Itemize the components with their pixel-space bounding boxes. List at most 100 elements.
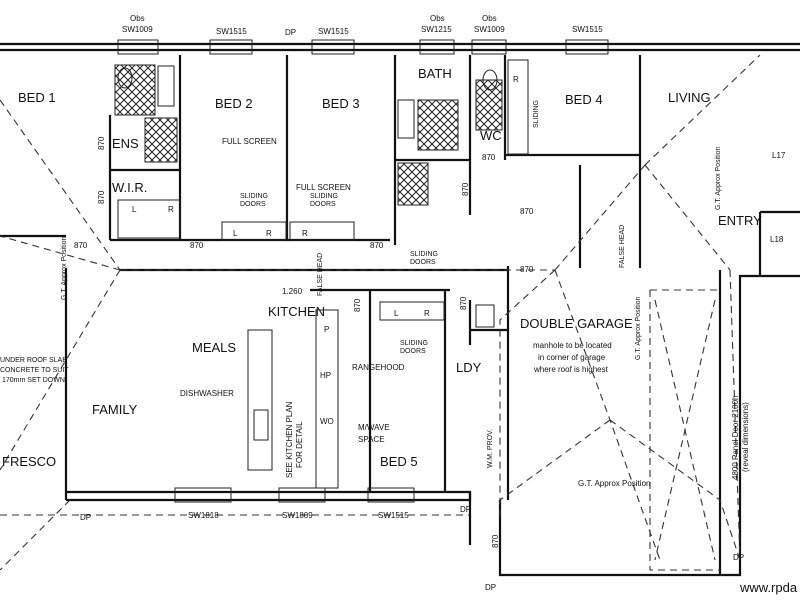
window-dp-left: DP [80, 513, 91, 522]
room-wir: W.I.R. [112, 180, 147, 195]
room-wc: WC [480, 128, 502, 143]
door-870-7: 870 [482, 153, 496, 162]
shower-bath [397, 162, 429, 206]
note-manhole-1: manhole to be located [533, 341, 612, 350]
door-870-2: 870 [97, 190, 106, 204]
room-entry: ENTRY [718, 213, 762, 228]
door-870-6: 870 [520, 207, 534, 216]
window-dp-garage: DP [733, 553, 744, 562]
toilet-wc [482, 69, 498, 91]
window-dp-right: DP [460, 505, 471, 514]
window-sw1515-c: SW1515 [572, 25, 603, 34]
laundry-tub [475, 304, 495, 328]
note-manhole-2: in corner of garage [538, 353, 606, 362]
note-watermark: www.rpda [739, 580, 798, 595]
robe-bed4 [507, 59, 529, 155]
note-doors-1: DOORS [240, 201, 266, 208]
window-obs-2: Obs [430, 14, 445, 23]
walls [0, 42, 800, 577]
note-rangehood: RANGEHOOD [352, 363, 405, 372]
note-kitchen-plan-1: SEE KITCHEN PLAN [285, 401, 294, 478]
window-sw1009-b: SW1009 [474, 25, 505, 34]
window-sw1515-a: SW1515 [216, 27, 247, 36]
note-space: SPACE [358, 435, 385, 444]
roof-lines [0, 54, 761, 571]
window-sw1009-a: SW1009 [122, 25, 153, 34]
note-height: 1.260 [282, 287, 303, 296]
room-bed5: BED 5 [380, 454, 418, 469]
fixture-r-bed5: R [424, 309, 430, 318]
door-870-5: 870 [370, 241, 384, 250]
toilet-ensuite [117, 67, 133, 89]
window-obs-1: Obs [130, 14, 145, 23]
door-870-3: 870 [74, 241, 88, 250]
island-bench [247, 329, 273, 471]
window-obs-3: Obs [482, 14, 497, 23]
door-870-1: 870 [97, 136, 106, 150]
note-mwave: M/WAVE [358, 423, 390, 432]
note-false-head-2: FALSE HEAD [619, 225, 626, 268]
window-dp-bottom: DP [485, 583, 496, 592]
fixture-r-bed4: R [513, 75, 519, 84]
fixture-r-bed3: R [302, 229, 308, 238]
room-living: LIVING [668, 90, 711, 105]
window-sw1515-b: SW1515 [318, 27, 349, 36]
room-meals: MEALS [192, 340, 236, 355]
room-ldy: LDY [456, 360, 482, 375]
note-panel-door-2: (reveal dimensions) [741, 402, 750, 472]
note-gt-position: G.T. Approx Position [578, 479, 650, 488]
note-gt-rotated-3: G.T. Approx Position [61, 236, 68, 300]
kitchen-bench [315, 309, 339, 489]
room-garage: DOUBLE GARAGE [520, 316, 633, 331]
room-bath: BATH [418, 66, 452, 81]
note-wm-prov: W.M. PROV. [487, 429, 494, 468]
note-gt-rotated-2: G.T. Approx Position [635, 296, 642, 360]
note-sliding-4: SLIDING [400, 340, 428, 347]
note-l17: L17 [772, 151, 786, 160]
wc-tile [475, 79, 503, 131]
room-kitchen: KITCHEN [268, 304, 325, 319]
fixture-hp: HP [320, 371, 331, 380]
ensuite-tile [114, 64, 156, 116]
note-sliding-3: SLIDING [410, 251, 438, 258]
note-dishwasher: DISHWASHER [180, 389, 234, 398]
note-l18: L18 [770, 235, 784, 244]
window-sw1818: SW1818 [188, 511, 219, 520]
note-kitchen-plan-2: FOR DETAIL [295, 421, 304, 468]
fixture-l-wir: L [132, 205, 137, 214]
room-bed4: BED 4 [565, 92, 603, 107]
robe-bed2 [221, 221, 287, 241]
note-full-screen-1: FULL SCREEN [222, 137, 277, 146]
note-doors-2: DOORS [310, 201, 336, 208]
vanity-bath [397, 99, 415, 139]
note-under-roof-2: CONCRETE TO SUIT [0, 367, 69, 374]
window-sw1809: SW1809 [282, 511, 313, 520]
door-870-9: 870 [353, 298, 362, 312]
door-870-12: 870 [491, 534, 500, 548]
window-sw1515-d: SW1515 [378, 511, 409, 520]
fixture-l-bed2: L [233, 229, 238, 238]
vanity-ensuite [157, 65, 175, 107]
fixture-wo: WO [320, 417, 334, 426]
robe-bed5 [379, 301, 445, 321]
room-family: FAMILY [92, 402, 138, 417]
robe-bed3 [289, 221, 355, 241]
note-sliding-1: SLIDING [240, 193, 268, 200]
top-windows [117, 39, 609, 503]
room-ens: ENS [112, 136, 139, 151]
note-under-roof-1: UNDER ROOF SLAB [0, 357, 67, 364]
note-doors-4: DOORS [400, 348, 426, 355]
room-bed1: BED 1 [18, 90, 56, 105]
room-bed3: BED 3 [322, 96, 360, 111]
fixture-p: P [324, 325, 329, 334]
door-870-10: 870 [459, 296, 468, 310]
note-full-screen-2: FULL SCREEN [296, 183, 351, 192]
note-panel-door-1: 4800 Panel Door 2100h [731, 395, 740, 480]
note-false-head-1: FALSE HEAD [317, 253, 324, 296]
door-870-4: 870 [190, 241, 204, 250]
room-alfresco: FRESCO [2, 454, 56, 469]
shower-ensuite [144, 117, 178, 163]
window-dp-top: DP [285, 28, 296, 37]
note-doors-3: DOORS [410, 259, 436, 266]
